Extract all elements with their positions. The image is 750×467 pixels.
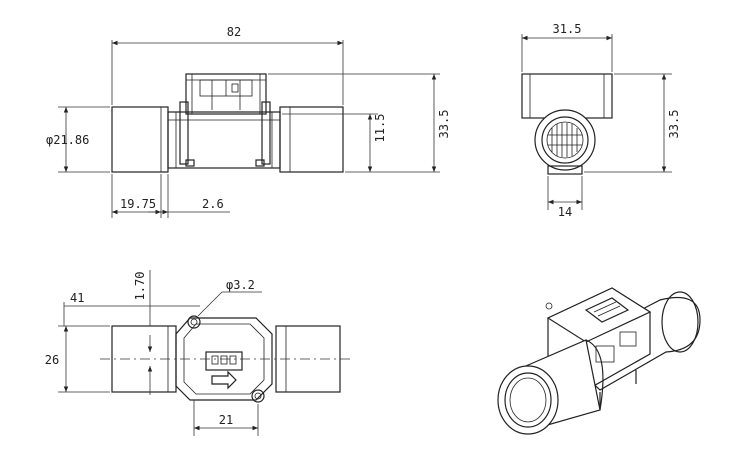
dim-offset-170: 1.70 — [133, 272, 147, 301]
dim-hole-diameter: φ3.2 — [226, 278, 255, 292]
left-pipe — [111, 106, 169, 173]
iso-pipe-opening — [497, 365, 559, 435]
flow-direction-arrow — [211, 370, 237, 390]
connector-housing — [185, 73, 267, 115]
front-view: 82 φ21.86 11.5 33.5 19.75 2.6 — [46, 25, 451, 218]
top-view: 41 1.70 φ3.2 26 21 — [45, 270, 352, 436]
side-view: 31.5 33.5 14 — [521, 22, 681, 219]
dim-pipe-end-length: 19.75 — [120, 197, 156, 211]
dim-pipe-diameter: φ21.86 — [46, 133, 89, 147]
mount-hole-top-left — [187, 315, 201, 329]
dim-offset-41: 41 — [70, 291, 84, 305]
dim-side-total-height: 33.5 — [667, 110, 681, 139]
dim-total-height: 33.5 — [437, 110, 451, 139]
dim-width-26: 26 — [45, 353, 59, 367]
iso-top-face — [546, 287, 652, 343]
top-connector — [205, 351, 243, 371]
mount-hole-bottom-right — [251, 389, 265, 403]
right-pipe — [279, 106, 344, 173]
side-pipe-outer — [534, 109, 596, 171]
side-pipe-inner — [541, 116, 589, 164]
top-body-plate — [175, 317, 273, 401]
dim-connector-height: 11.5 — [373, 114, 387, 143]
dim-base-width: 14 — [558, 205, 572, 219]
dim-overall-length: 82 — [227, 25, 241, 39]
dim-housing-width: 31.5 — [553, 22, 582, 36]
dim-flange-offset: 2.6 — [202, 197, 224, 211]
sensor-body — [167, 111, 281, 169]
isometric-view — [497, 287, 701, 435]
dim-spacing-21: 21 — [219, 413, 233, 427]
